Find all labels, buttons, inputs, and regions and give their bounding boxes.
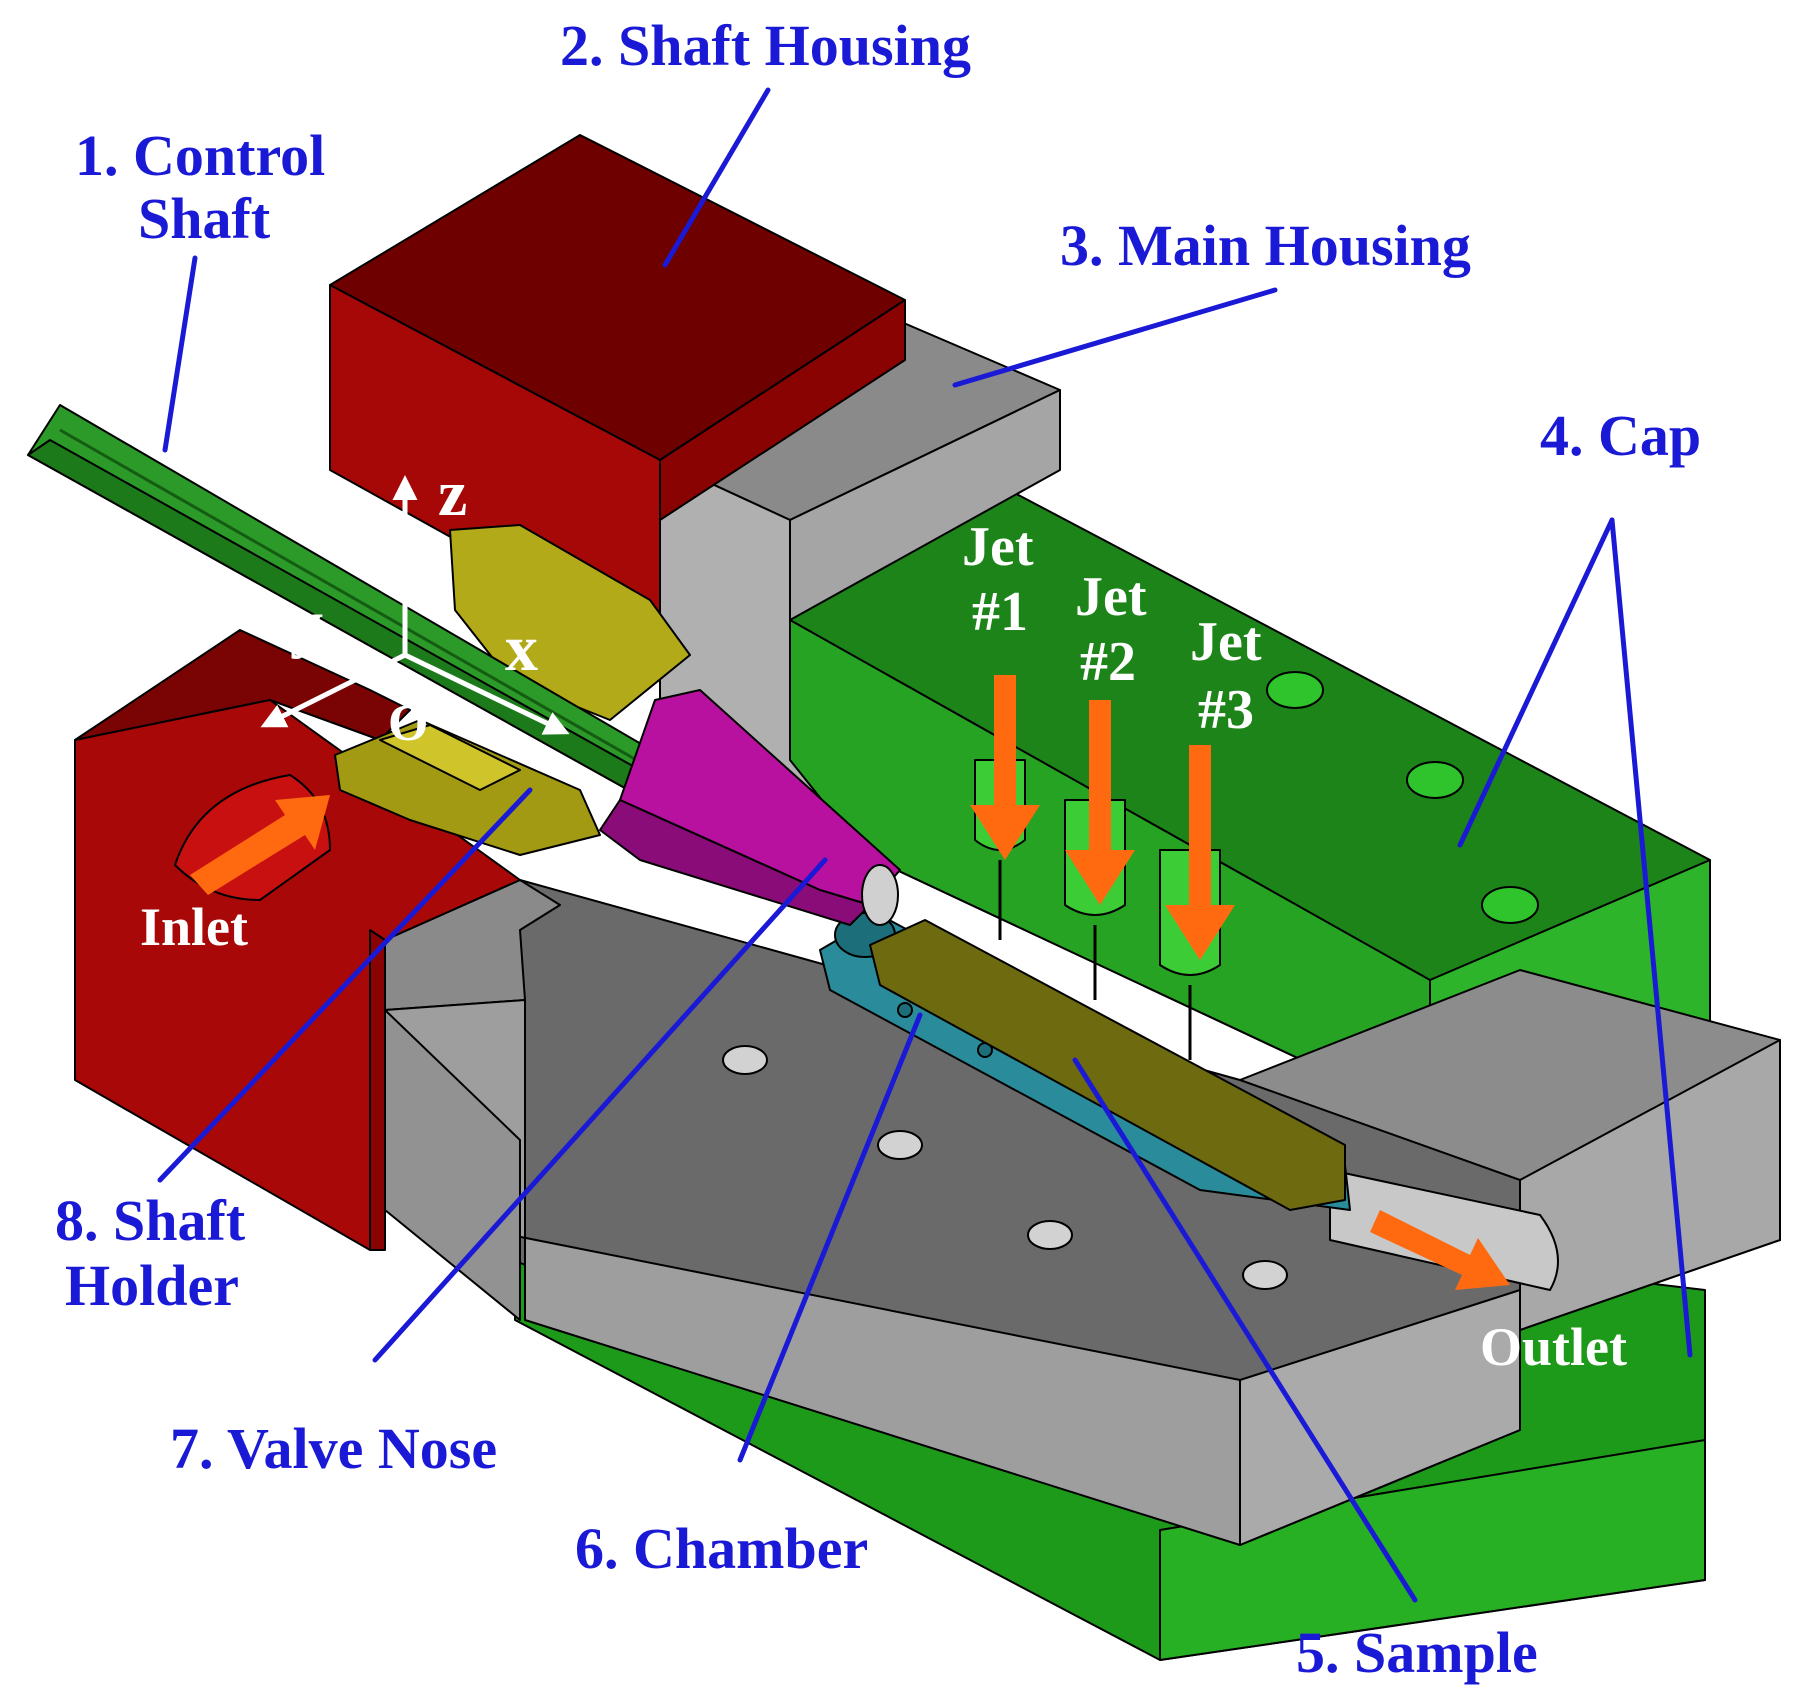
inlet-arrow [190, 795, 330, 895]
label-shaft-holder-line1: 8. Shaft [55, 1188, 246, 1253]
shaft-holder [334, 524, 691, 856]
sample [869, 919, 1346, 1211]
y-axis-label: y [290, 587, 323, 660]
jet-2-arrow [1065, 700, 1135, 905]
part-labels: 1. Control Shaft 2. Shaft Housing 3. Mai… [55, 13, 1701, 1685]
leader-shaft-holder [157, 787, 533, 1183]
jet-3-arrow [1165, 745, 1235, 960]
leader-valve-nose [372, 857, 828, 1363]
outlet-arrow [1370, 1210, 1510, 1290]
leader-cap-lower [1609, 517, 1693, 1358]
outlet-label: Outlet [1480, 1317, 1627, 1377]
jet-labels: Jet #1 Jet #2 Jet #3 [962, 516, 1262, 741]
jet-2-label-line1: Jet [1075, 566, 1147, 628]
jet-3-label-line1: Jet [1190, 611, 1262, 673]
valve-nose [599, 689, 901, 926]
leader-lines [157, 87, 1693, 1603]
leader-control-shaft [162, 255, 198, 453]
label-control-shaft-line2: Shaft [138, 186, 271, 251]
label-chamber: 6. Chamber [575, 1516, 868, 1581]
label-sample: 5. Sample [1296, 1620, 1538, 1685]
leader-cap-upper [1457, 517, 1615, 848]
label-shaft-housing: 2. Shaft Housing [560, 13, 971, 78]
leader-shaft-housing [662, 87, 771, 268]
origin-label: O [388, 695, 428, 752]
jet-1-arrow [970, 675, 1040, 860]
flow-arrows [190, 675, 1510, 1290]
jet-1-label-line2: #1 [972, 581, 1028, 643]
cap-hole-1 [1266, 671, 1324, 709]
label-valve-nose: 7. Valve Nose [170, 1416, 497, 1481]
coordinate-axes: z y x O [260, 457, 570, 752]
leader-chamber [737, 1012, 923, 1463]
z-axis-label: z [438, 457, 467, 530]
cap-hole-3 [1481, 886, 1539, 924]
leader-sample [1072, 1057, 1418, 1603]
main-housing [384, 314, 1781, 1546]
jet-2-label-line2: #2 [1080, 631, 1136, 693]
label-control-shaft-line1: 1. Control [75, 123, 325, 188]
x-axis-label: x [505, 612, 538, 685]
jet-1-label-line1: Jet [962, 516, 1034, 578]
cap-hole-2 [1406, 761, 1464, 799]
y-axis-arrow [260, 652, 407, 728]
jet-3-label-line2: #3 [1198, 679, 1254, 741]
label-shaft-holder-line2: Holder [65, 1253, 239, 1318]
label-main-housing: 3. Main Housing [1060, 213, 1471, 278]
inlet-label: Inlet [140, 897, 248, 957]
x-axis-arrow [403, 652, 570, 735]
label-cap: 4. Cap [1540, 403, 1701, 468]
leader-main-housing [952, 287, 1278, 388]
